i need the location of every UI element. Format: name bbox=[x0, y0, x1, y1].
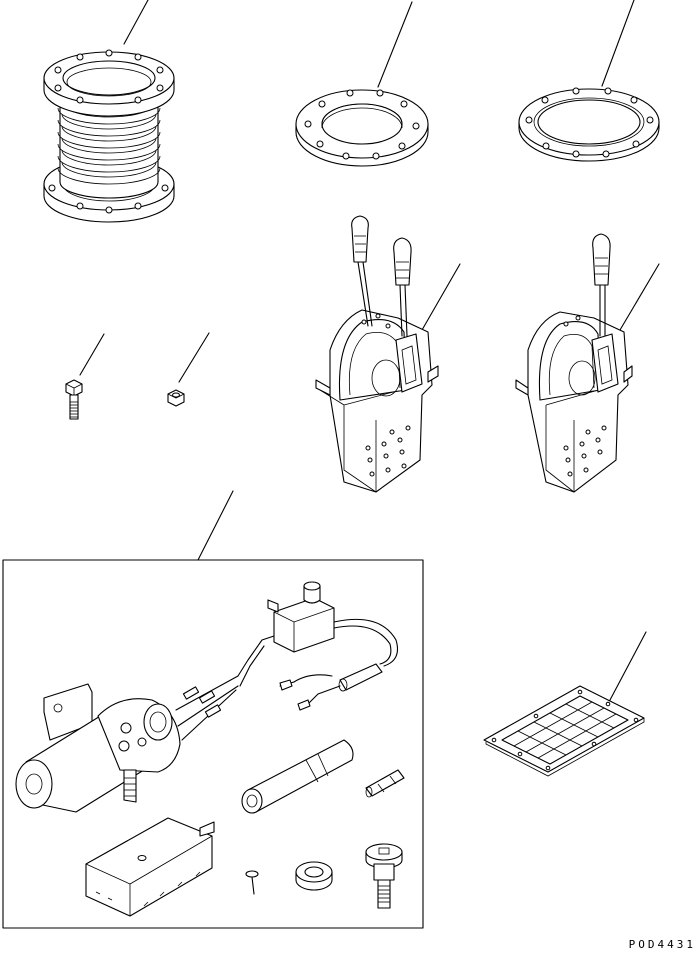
small-screw-icon bbox=[245, 870, 259, 895]
leader-seal bbox=[601, 0, 635, 87]
motor-actuator-icon bbox=[15, 635, 275, 813]
leader-bolt bbox=[79, 333, 105, 376]
bellows-flange-icon bbox=[43, 49, 175, 223]
leader-double-lever bbox=[421, 263, 461, 331]
leader-bellows bbox=[123, 0, 149, 45]
leader-grid bbox=[609, 631, 647, 701]
fuse-icon bbox=[365, 769, 405, 798]
leader-kit bbox=[197, 490, 234, 561]
shoulder-bolt-icon bbox=[365, 843, 403, 909]
leader-lines bbox=[79, 0, 660, 701]
drawing-code-label: POD4431 bbox=[628, 938, 696, 951]
leader-single-lever bbox=[619, 263, 660, 331]
sleeve-tube-icon bbox=[241, 739, 354, 814]
grommet-icon bbox=[295, 861, 333, 891]
leader-gasket bbox=[377, 1, 413, 88]
control-box-icon bbox=[85, 817, 215, 917]
nut-icon bbox=[167, 389, 185, 407]
switch-box-icon bbox=[267, 581, 399, 711]
actuator-kit-icon bbox=[2, 559, 424, 929]
kit-frame bbox=[2, 559, 424, 929]
bolt-icon bbox=[65, 379, 83, 420]
grid-plate-icon bbox=[483, 685, 645, 777]
double-lever-icon bbox=[315, 215, 439, 493]
flange-seal-icon bbox=[518, 87, 660, 162]
leader-nut bbox=[178, 332, 210, 383]
flange-gasket-icon bbox=[295, 89, 429, 167]
single-lever-icon bbox=[515, 233, 633, 493]
